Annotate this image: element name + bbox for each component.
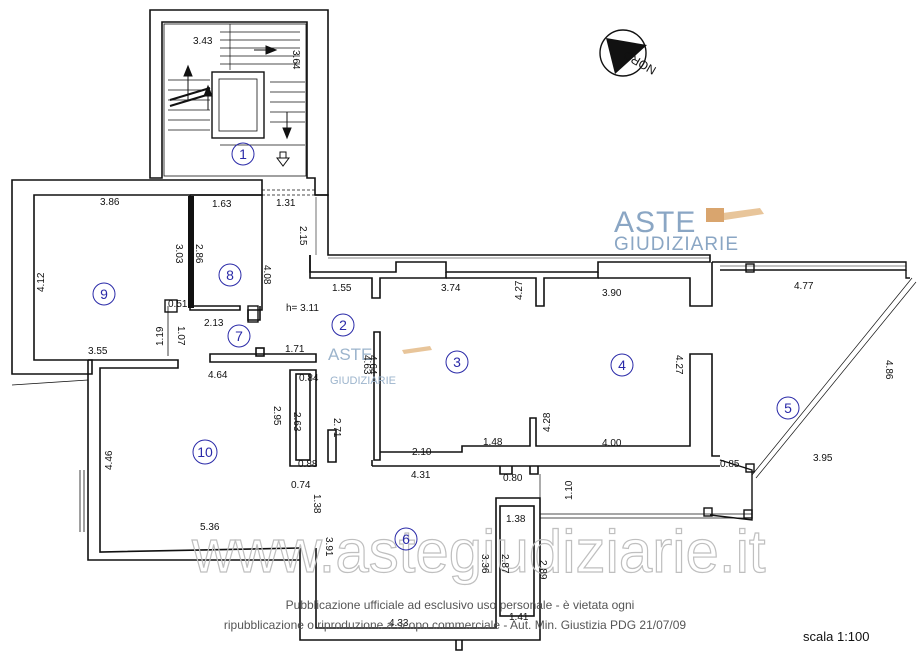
room-labels: 1 2 3 4 5 6 7 8 9 10 <box>92 142 800 551</box>
dim-label: 4.77 <box>794 281 814 292</box>
dim-label: 4.86 <box>883 360 894 380</box>
dim-label: 3.86 <box>100 197 120 208</box>
dim-label: 1.41 <box>509 612 529 623</box>
watermark-brand-line1: ASTE <box>614 206 696 239</box>
notice-line-2: ripubblicazione o riproduzione a scopo c… <box>224 618 687 632</box>
room-label-8: 8 <box>226 267 234 283</box>
dim-label: 2.15 <box>297 226 308 246</box>
dim-label: 4.12 <box>36 272 47 292</box>
watermark-brand-main: ASTE GIUDIZIARIE <box>614 206 764 255</box>
dim-label: 1.07 <box>175 326 186 346</box>
dim-label: 0.85 <box>720 459 740 470</box>
dim-label: 3.95 <box>813 453 833 464</box>
dim-label: 1.38 <box>506 514 526 525</box>
dim-label: 2.87 <box>499 554 510 574</box>
dim-label: 4.31 <box>411 470 431 481</box>
dim-label: 4.46 <box>104 450 115 470</box>
room-label-3: 3 <box>453 354 461 370</box>
room-5-walls <box>539 261 917 521</box>
dim-label: 1.10 <box>564 480 575 500</box>
dim-label: 4.64 <box>367 355 378 375</box>
dim-label: 2.13 <box>204 318 224 329</box>
room-label-9: 9 <box>100 286 108 302</box>
room-label-2: 2 <box>339 317 347 333</box>
corridor-walls <box>309 194 713 307</box>
watermark-brand-line2: GIUDIZIARIE <box>614 234 739 255</box>
dim-label: 4.08 <box>261 265 272 285</box>
dim-label: 2.63 <box>291 412 302 432</box>
dim-label: 1.63 <box>212 199 232 210</box>
room-label-4: 4 <box>618 357 626 373</box>
dim-label: 2.86 <box>193 244 204 264</box>
dim-label: 2.10 <box>412 447 432 458</box>
dim-label: 2.89 <box>537 560 548 580</box>
rooms-3-4-walls <box>371 331 720 475</box>
watermark-small-line2: GIUDIZIARIE <box>330 375 396 387</box>
room-label-10: 10 <box>197 444 213 460</box>
dim-label: 3.91 <box>323 537 334 557</box>
dim-label: 0.80 <box>503 473 523 484</box>
dimension-labels: 3.43 3.64 1.31 2.15 3.86 1.63 4.12 3.03 … <box>36 36 894 629</box>
watermark-url: www.astegiudiziarie.it <box>191 518 766 585</box>
scale-label: scala 1:100 <box>803 629 870 644</box>
room-6-walls <box>299 497 541 651</box>
north-indicator: NORD <box>599 29 659 78</box>
room-label-7: 7 <box>235 328 243 344</box>
dim-label: 3.03 <box>173 244 184 264</box>
room-10-walls <box>79 306 337 561</box>
room-label-1: 1 <box>239 146 247 162</box>
dim-label: 1.48 <box>483 437 503 448</box>
room-label-6: 6 <box>402 531 410 547</box>
notice-line-1: Pubblicazione ufficiale ad esclusivo uso… <box>286 598 635 612</box>
stair-arrows <box>183 45 292 167</box>
room-label-5: 5 <box>784 400 792 416</box>
dim-label: 5.36 <box>200 522 220 533</box>
dim-label: 2.71 <box>331 418 342 438</box>
dim-label: 1.71 <box>285 344 305 355</box>
dim-label: 0.74 <box>291 480 311 491</box>
dim-label: 2.95 <box>271 406 282 426</box>
watermark-small-line1: ASTE <box>328 345 372 364</box>
dim-label: 3.64 <box>290 50 301 70</box>
dim-label: 3.43 <box>193 36 213 47</box>
dim-label: 3.55 <box>88 346 108 357</box>
dim-label: 0.84 <box>299 373 319 384</box>
room-9-walls <box>11 179 263 375</box>
dim-label: 1.19 <box>155 326 166 346</box>
dim-label: 1.55 <box>332 283 352 294</box>
dim-label: 4.63 <box>361 355 372 375</box>
dim-label: 0.51 <box>168 299 188 310</box>
dim-label: 3.74 <box>441 283 461 294</box>
dim-label: 4.27 <box>673 355 684 375</box>
dim-label: 3.90 <box>602 288 622 299</box>
dim-label: 4.28 <box>542 412 553 432</box>
dim-label: 0.88 <box>298 459 318 470</box>
stair-block <box>149 9 329 196</box>
height-label: h= 3.11 <box>286 303 319 314</box>
dim-label: 1.38 <box>311 494 322 514</box>
dim-label: 4.00 <box>602 438 622 449</box>
dim-label: 4.27 <box>514 280 525 300</box>
dim-label: 3.36 <box>479 554 490 574</box>
dim-label: 1.31 <box>276 198 296 209</box>
dim-label: 4.64 <box>208 370 228 381</box>
dim-label: 4.33 <box>389 618 409 629</box>
watermark-brand-small: ASTE GIUDIZIARIE <box>328 345 432 387</box>
door-marks <box>262 189 316 196</box>
